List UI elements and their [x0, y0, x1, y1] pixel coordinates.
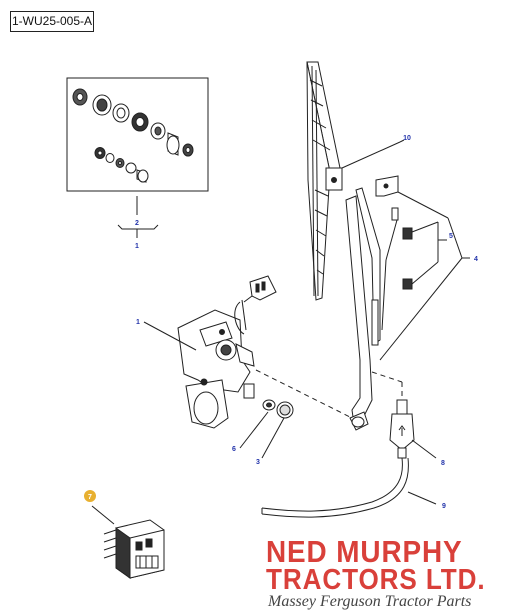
callout-7[interactable]: 7	[88, 494, 92, 501]
wiper-switch	[103, 519, 165, 579]
callout-6[interactable]: 6	[232, 446, 236, 453]
callout-4[interactable]: 4	[474, 256, 478, 263]
washer-row-small	[94, 147, 149, 183]
reference-code-box: 1-WU25-005-A	[10, 11, 94, 32]
spindle-cap	[276, 401, 294, 419]
washer-row-large	[72, 88, 194, 157]
callout-1-inset[interactable]: 1	[135, 243, 139, 250]
inset-bracket	[117, 196, 159, 238]
logo-tagline: Massey Ferguson Tractor Parts	[268, 593, 472, 610]
callout-5[interactable]: 5	[449, 233, 453, 240]
arm-clip	[375, 175, 399, 197]
inline-check-valve	[389, 399, 437, 459]
callout-1[interactable]: 1	[136, 319, 140, 326]
alignment-dashes	[255, 369, 403, 419]
hardware-kit-inset	[66, 77, 209, 192]
callout-8[interactable]: 8	[441, 460, 445, 467]
logo-company-suffix: TRACTORS LTD.	[266, 564, 486, 596]
callout-10[interactable]: 10	[403, 135, 411, 142]
logo-company-name: NED MURPHY	[266, 534, 463, 569]
leader-lines-lower	[91, 321, 285, 525]
washer-hose	[261, 457, 437, 518]
callout-7-badge[interactable]: 7	[84, 490, 96, 502]
callout-9[interactable]: 9	[442, 503, 446, 510]
callout-3[interactable]: 3	[256, 459, 260, 466]
wiper-arm	[345, 187, 381, 431]
leader-lines-top	[341, 139, 470, 361]
nozzle-fittings	[381, 207, 413, 331]
wiper-blade	[306, 61, 343, 301]
callout-2[interactable]: 2	[135, 220, 139, 227]
motor-connector	[243, 275, 277, 303]
spindle-washer	[262, 399, 276, 411]
wiper-motor	[177, 299, 255, 429]
